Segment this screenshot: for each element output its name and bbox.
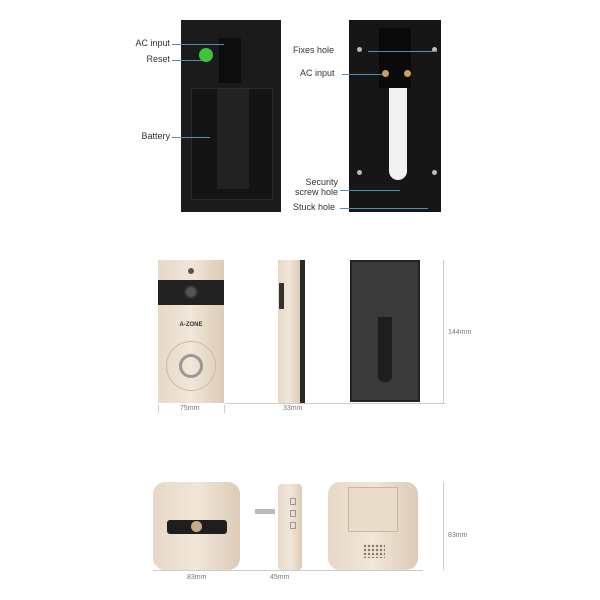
chime-button [191, 521, 202, 532]
chime-back [328, 482, 418, 570]
label-ac-input: AC input [135, 38, 170, 48]
brand-logo: A-ZONE [179, 322, 203, 328]
screw-hole [357, 170, 362, 175]
dimension-line [443, 482, 444, 570]
dimension-tick [224, 405, 225, 413]
reset-button [199, 48, 213, 62]
dimension-line [443, 260, 444, 403]
doorbell-front: A-ZONE [158, 260, 224, 403]
dimension-height: 144mm [448, 329, 472, 336]
leader-line [172, 137, 210, 138]
socket-plate [348, 487, 398, 532]
label-ac-input-plate: AC input [300, 68, 335, 78]
side-button [290, 522, 296, 529]
screw-hole [432, 47, 437, 52]
mounting-slot [389, 88, 407, 180]
doorbell-side [278, 260, 305, 403]
label-line: Security [305, 177, 338, 187]
leader-line [172, 60, 202, 61]
dimension-chime-width: 83mm [187, 574, 207, 581]
ac-terminal [404, 70, 411, 77]
label-line: screw hole [294, 187, 338, 197]
ac-plug [255, 509, 275, 514]
side-button [290, 498, 296, 505]
leader-line [342, 74, 382, 75]
dimension-line [225, 403, 445, 404]
screw-hole [357, 47, 362, 52]
doorbell-back [350, 260, 420, 402]
camera-lens [184, 285, 198, 299]
sensor [188, 268, 194, 274]
circuit-block [219, 38, 241, 83]
leader-line [368, 51, 437, 52]
button-ring [166, 341, 216, 391]
doorbell-button [179, 354, 203, 378]
side-window [279, 283, 284, 309]
label-stuck-hole: Stuck hole [293, 202, 336, 212]
leader-line [172, 44, 224, 45]
battery-compartment [191, 88, 273, 200]
side-button [290, 510, 296, 517]
dimension-line [153, 570, 423, 571]
dimension-depth: 33mm [283, 405, 303, 412]
leader-line [340, 208, 428, 209]
doorbell-back-plate [349, 20, 441, 212]
doorbell-internal-back [181, 20, 281, 212]
label-fixes-hole: Fixes hole [293, 45, 335, 55]
dimension-chime-height: 83mm [448, 532, 468, 539]
leader-line [340, 190, 400, 191]
chime-side [278, 484, 302, 570]
speaker-grille [363, 544, 385, 558]
dimension-width: 75mm [180, 405, 200, 412]
mounting-slot [378, 317, 392, 382]
chime-front [153, 482, 240, 570]
dimension-chime-depth: 45mm [270, 574, 290, 581]
battery-divider [217, 89, 249, 189]
dimension-tick [158, 405, 159, 413]
terminal-block [379, 28, 411, 88]
label-battery: Battery [141, 131, 170, 141]
screw-hole [432, 170, 437, 175]
ac-terminal [382, 70, 389, 77]
label-reset: Reset [146, 54, 170, 64]
